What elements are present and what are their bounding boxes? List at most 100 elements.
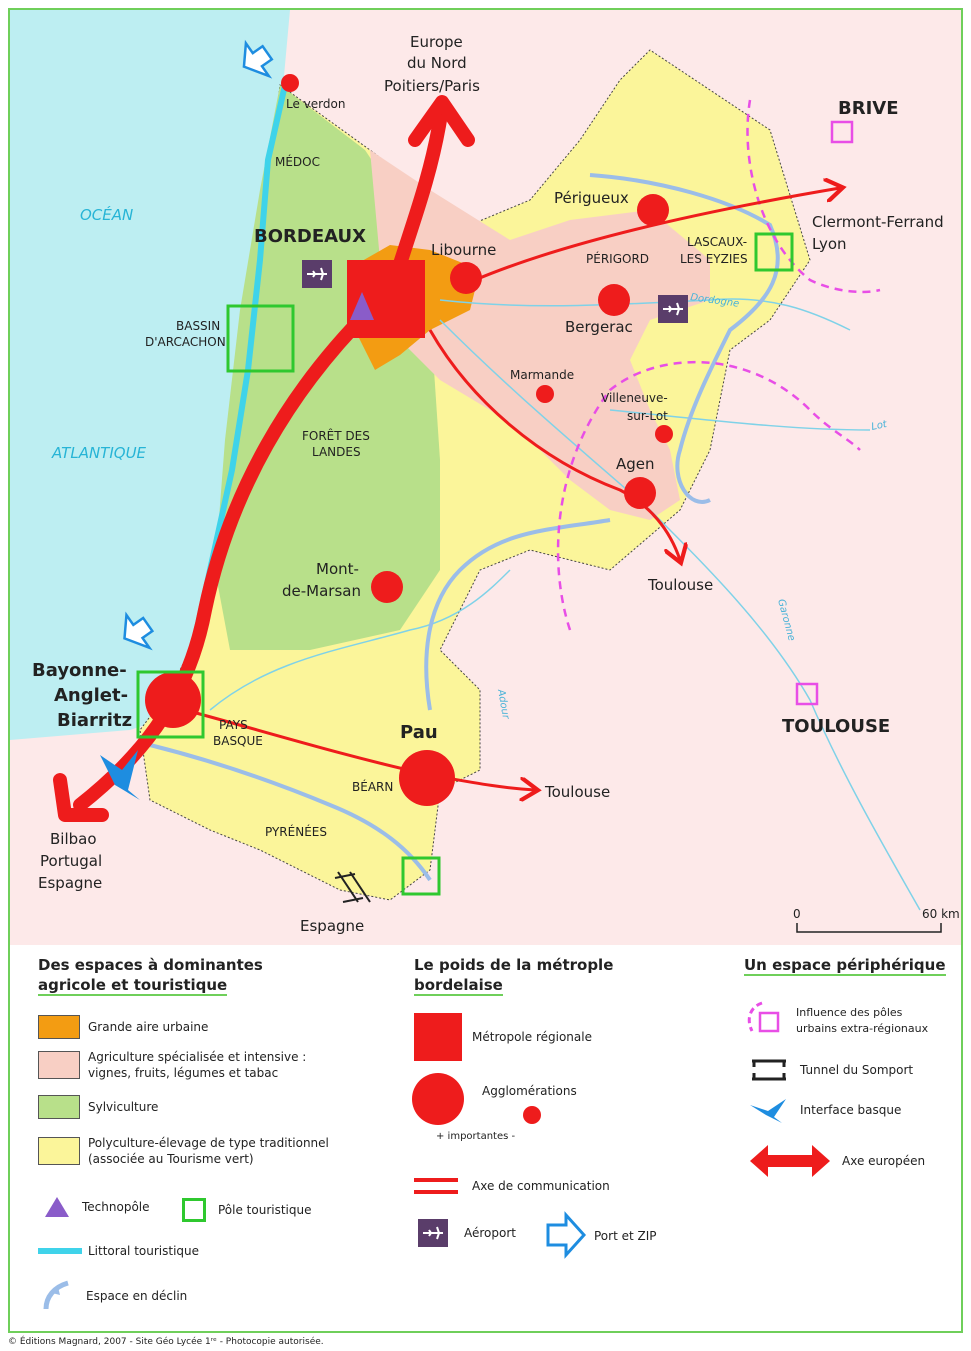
copyright-credit: © Éditions Magnard, 2007 - Site Géo Lycé… xyxy=(8,1337,324,1347)
legend-label-technopole: Technopôle xyxy=(82,1199,150,1215)
label-espagne: Espagne xyxy=(300,917,364,935)
label-perigueux: Périgueux xyxy=(554,189,629,207)
label-bayonne-2: Anglet- xyxy=(54,685,128,706)
label-pau: Pau xyxy=(400,722,438,743)
legend-label-aeroport: Aéroport xyxy=(464,1225,516,1241)
legend-label-influence: Influence des pôles urbains extra-région… xyxy=(796,1005,928,1037)
label-lascaux-1: LASCAUX- xyxy=(687,235,747,249)
label-toulouse-city: TOULOUSE xyxy=(782,716,890,737)
label-paysbasque-1: PAYS xyxy=(219,718,248,732)
legend-item-interface: Interface basque xyxy=(748,1095,901,1125)
label-bassin-1: BASSIN xyxy=(176,319,220,333)
port-icon xyxy=(544,1211,588,1261)
label-montmarsan-2: de-Marsan xyxy=(282,582,361,600)
legend-label-axe: Axe de communication xyxy=(472,1178,610,1194)
aeroport-icon xyxy=(418,1219,448,1247)
label-pyrenees: PYRÉNÉES xyxy=(265,824,327,839)
label-montmarsan-1: Mont- xyxy=(316,560,359,578)
legend-item-port: Port et ZIP xyxy=(544,1211,657,1261)
legend-item-technopole: Technopôle xyxy=(42,1195,150,1219)
axe-europeen-icon xyxy=(744,1139,836,1183)
city-perigueux xyxy=(637,194,669,226)
label-clermont-2: Lyon xyxy=(812,235,847,253)
city-montmarsan xyxy=(371,571,403,603)
legend-label-agglomerations-wrap: Agglomérations xyxy=(482,1083,577,1099)
legend-col-espaces: Des espaces à dominantes agricole et tou… xyxy=(38,955,398,995)
city-marmande xyxy=(536,385,554,403)
tunnel-icon xyxy=(750,1057,790,1083)
metropole-bordeaux xyxy=(347,260,425,338)
legend-title-peripherique-wrap: Un espace périphérique xyxy=(744,955,954,975)
legend-title-metropole-line2: bordelaise xyxy=(414,976,503,996)
label-perigord: PÉRIGORD xyxy=(586,251,649,266)
legend-item-polyculture: Polyculture-élevage de type traditionnel… xyxy=(38,1135,329,1167)
city-agen xyxy=(624,477,656,509)
legend-title-metropole: Le poids de la métrople bordelaise xyxy=(414,955,714,995)
map-legend: Des espaces à dominantes agricole et tou… xyxy=(10,945,961,1331)
legend-label-littoral: Littoral touristique xyxy=(88,1243,199,1259)
legend-item-axe-europeen: Axe européen xyxy=(744,1139,925,1183)
swatch-sylviculture xyxy=(38,1095,80,1119)
interface-basque-legend-icon xyxy=(748,1095,794,1125)
legend-label-sylviculture: Sylviculture xyxy=(88,1099,158,1115)
city-bergerac xyxy=(598,284,630,316)
pole-touristique-icon xyxy=(182,1198,206,1222)
legend-item-pole-touristique: Pôle touristique xyxy=(182,1198,312,1222)
axe-communication-icon xyxy=(412,1173,462,1199)
legend-label-polyculture: Polyculture-élevage de type traditionnel… xyxy=(88,1135,329,1167)
label-bordeaux: BORDEAUX xyxy=(254,226,366,247)
legend-label-pole-touristique: Pôle touristique xyxy=(218,1202,312,1218)
legend-label-interface: Interface basque xyxy=(800,1102,901,1118)
label-bilbao-1: Bilbao xyxy=(50,830,97,848)
label-paysbasque-2: BASQUE xyxy=(213,734,263,748)
label-villeneuve-2: sur-Lot xyxy=(627,409,668,423)
legend-title-metropole-line2-wrap: bordelaise xyxy=(414,975,714,995)
label-europe-3: Poitiers/Paris xyxy=(384,77,480,95)
legend-item-sylviculture: Sylviculture xyxy=(38,1095,158,1119)
label-bassin-2: D'ARCACHON xyxy=(145,335,226,349)
label-bearn: BÉARN xyxy=(352,779,393,794)
label-ocean: OCÉAN xyxy=(80,205,133,224)
label-lascaux-2: LES EYZIES xyxy=(680,252,748,266)
legend-col-peripherique: Un espace périphérique xyxy=(744,955,954,975)
legend-item-tunnel: Tunnel du Somport xyxy=(750,1057,913,1083)
city-verdon xyxy=(281,74,299,92)
label-bergerac: Bergerac xyxy=(565,318,633,336)
city-villeneuve xyxy=(655,425,673,443)
legend-label-polyculture-2: (associée au Tourisme vert) xyxy=(88,1151,329,1167)
label-bayonne-3: Biarritz xyxy=(57,710,132,731)
legend-item-agriculture: Agriculture spécialisée et intensive : v… xyxy=(38,1049,306,1081)
legend-title-metropole-line1: Le poids de la métrople xyxy=(414,955,714,975)
legend-col-metropole: Le poids de la métrople bordelaise xyxy=(414,955,714,995)
legend-title-espaces-line2-wrap: agricole et touristique xyxy=(38,975,398,995)
legend-item-aire-urbaine: Grande aire urbaine xyxy=(38,1015,208,1039)
label-europe-2: du Nord xyxy=(407,54,467,72)
label-marmande: Marmande xyxy=(510,368,574,382)
legend-label-influence-2: urbains extra-régionaux xyxy=(796,1021,928,1037)
metropole-icon xyxy=(414,1013,462,1061)
legend-label-port: Port et ZIP xyxy=(594,1228,657,1244)
legend-label-influence-1: Influence des pôles xyxy=(796,1005,928,1021)
label-clermont-1: Clermont-Ferrand xyxy=(812,213,944,231)
legend-item-littoral: Littoral touristique xyxy=(38,1243,199,1259)
label-atlantique: ATLANTIQUE xyxy=(51,444,147,462)
label-toulouse-pau: Toulouse xyxy=(544,783,610,801)
swatch-agriculture xyxy=(38,1051,80,1079)
label-brive: BRIVE xyxy=(838,98,899,119)
label-foret-2: LANDES xyxy=(312,445,361,459)
label-scale-0: 0 xyxy=(793,907,801,921)
legend-title-espaces: Des espaces à dominantes agricole et tou… xyxy=(38,955,398,995)
label-bilbao-3: Espagne xyxy=(38,874,102,892)
legend-item-agglomerations xyxy=(410,1073,550,1133)
legend-label-polyculture-1: Polyculture-élevage de type traditionnel xyxy=(88,1135,329,1151)
legend-label-metropole: Métropole régionale xyxy=(472,1029,592,1045)
legend-label-agglomerations: Agglomérations xyxy=(482,1083,577,1099)
legend-label-declin: Espace en déclin xyxy=(86,1288,187,1304)
label-medoc: MÉDOC xyxy=(275,154,320,169)
legend-item-metropole: Métropole régionale xyxy=(414,1013,592,1061)
label-bilbao-2: Portugal xyxy=(40,852,102,870)
legend-item-aeroport: Aéroport xyxy=(418,1219,516,1247)
legend-item-importance: + importantes - xyxy=(436,1129,515,1145)
legend-label-axe-europeen: Axe européen xyxy=(842,1153,925,1169)
legend-title-peripherique: Un espace périphérique xyxy=(744,956,946,976)
